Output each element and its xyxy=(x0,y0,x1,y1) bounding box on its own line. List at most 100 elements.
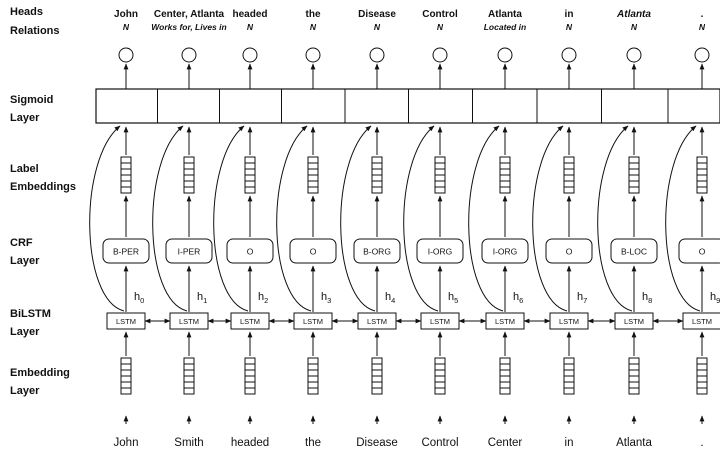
skip-connection-arrow xyxy=(403,125,439,312)
crf-tag-box xyxy=(165,238,213,264)
label-embedding-vector xyxy=(628,156,640,194)
input-word: Disease xyxy=(356,437,398,449)
label-embeddings-label-2: Embeddings xyxy=(10,181,76,193)
output-node xyxy=(432,47,448,63)
relation-text: N xyxy=(631,22,638,32)
sigmoid-layer-label-1: Sigmoid xyxy=(10,94,53,106)
relation-text: Works for, Lives in xyxy=(151,22,226,32)
hidden-state-label: h4 xyxy=(385,291,395,305)
crf-tag-box xyxy=(353,238,401,264)
lstm-cell-label: LSTM xyxy=(692,317,712,326)
output-node xyxy=(561,47,577,63)
hidden-state-index: 2 xyxy=(264,296,268,305)
lstm-cell xyxy=(357,312,397,330)
label-embedding-vector xyxy=(307,156,319,194)
lstm-cell-label: LSTM xyxy=(240,317,260,326)
word-embedding-vector xyxy=(371,357,383,395)
crf-tag-label: B-PER xyxy=(113,247,139,257)
output-node xyxy=(181,47,197,63)
head-text: the xyxy=(306,9,321,20)
label-embedding-vector xyxy=(244,156,256,194)
lstm-cell xyxy=(485,312,525,330)
head-text: Center, Atlanta xyxy=(154,9,225,20)
label-embedding-vector xyxy=(434,156,446,194)
skip-connection-arrow xyxy=(213,125,249,312)
crf-tag-box xyxy=(102,238,150,264)
crf-tag-label: I-PER xyxy=(178,247,201,257)
label-embedding-vector xyxy=(563,156,575,194)
relation-text: N xyxy=(437,22,444,32)
input-word: headed xyxy=(231,437,269,449)
head-text: John xyxy=(114,9,138,20)
head-text: in xyxy=(565,9,574,20)
lstm-cell xyxy=(420,312,460,330)
word-embedding-vector xyxy=(696,357,708,395)
heads-relations-label-1: Heads xyxy=(10,6,43,18)
crf-tag-box xyxy=(545,238,593,264)
crf-tag-label: I-ORG xyxy=(428,247,453,257)
word-embedding-vector xyxy=(563,357,575,395)
crf-tag-box xyxy=(226,238,274,264)
word-embedding-vector xyxy=(628,357,640,395)
sigmoid-layer xyxy=(95,88,720,124)
crf-tag-label: B-LOC xyxy=(621,247,647,257)
relation-text: N xyxy=(310,22,317,32)
word-embedding-vector xyxy=(244,357,256,395)
output-node xyxy=(118,47,134,63)
crf-tag-box xyxy=(678,238,720,264)
skip-connection-arrow xyxy=(468,125,504,312)
hidden-state-index: 5 xyxy=(454,296,458,305)
crf-tag-box xyxy=(289,238,337,264)
lstm-cell xyxy=(169,312,209,330)
head-text: Atlanta xyxy=(616,9,651,20)
hidden-state-index: 1 xyxy=(203,296,207,305)
label-embedding-vector xyxy=(371,156,383,194)
hidden-state-index: 0 xyxy=(140,296,144,305)
hidden-state-label: h1 xyxy=(197,291,207,305)
sigmoid-dividers xyxy=(157,89,669,123)
input-word: the xyxy=(305,437,321,449)
crf-tag-label: O xyxy=(310,247,317,257)
word-embedding-vector xyxy=(434,357,446,395)
lstm-cell-label: LSTM xyxy=(367,317,387,326)
lstm-cell-label: LSTM xyxy=(559,317,579,326)
hidden-state-index: 9 xyxy=(716,296,720,305)
lstm-cell xyxy=(106,312,146,330)
bilstm-layer-label-2: Layer xyxy=(10,326,40,338)
lstm-cell-label: LSTM xyxy=(179,317,199,326)
hidden-state-label: h5 xyxy=(448,291,458,305)
word-embedding-vector xyxy=(183,357,195,395)
crf-layer-label-2: Layer xyxy=(10,255,40,267)
hidden-state-label: h7 xyxy=(577,291,587,305)
relation-text: N xyxy=(123,22,130,32)
lstm-cell-label: LSTM xyxy=(116,317,136,326)
hidden-state-index: 8 xyxy=(648,296,652,305)
label-embeddings-label-1: Label xyxy=(10,163,39,175)
lstm-cell-label: LSTM xyxy=(495,317,515,326)
input-word: Control xyxy=(421,437,458,449)
head-text: Atlanta xyxy=(488,9,522,20)
head-text: headed xyxy=(232,9,267,20)
lstm-cell xyxy=(293,312,333,330)
sigmoid-layer-label-2: Layer xyxy=(10,112,40,124)
word-embedding-vector xyxy=(307,357,319,395)
head-text: Control xyxy=(422,9,458,20)
output-node xyxy=(369,47,385,63)
hidden-state-index: 7 xyxy=(583,296,587,305)
crf-tag-label: O xyxy=(247,247,254,257)
hidden-state-label: h9 xyxy=(710,291,720,305)
hidden-state-label: h3 xyxy=(321,291,331,305)
word-embedding-vector xyxy=(499,357,511,395)
head-text: Disease xyxy=(358,9,396,20)
crf-tag-box xyxy=(610,238,658,264)
crf-tag-box xyxy=(416,238,464,264)
label-embedding-vector xyxy=(183,156,195,194)
output-node xyxy=(694,47,710,63)
